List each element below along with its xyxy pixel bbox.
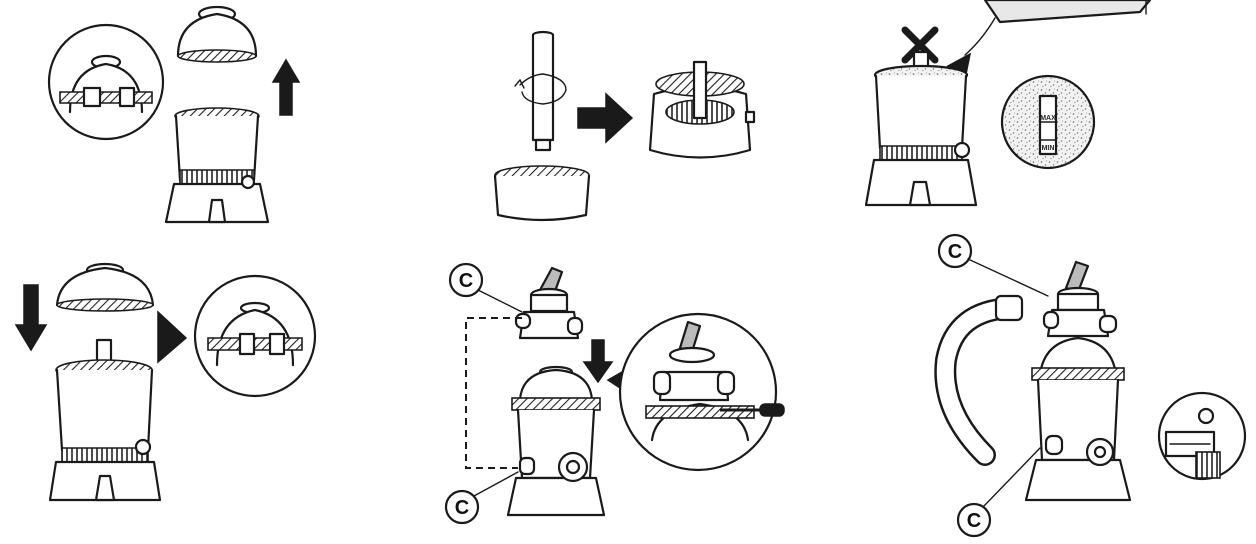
no-pipe-x-mark — [901, 26, 939, 64]
multiport-valve — [514, 266, 584, 340]
right-arrow — [577, 92, 634, 144]
step2-tank — [48, 338, 162, 502]
c-callout-bottom: C — [444, 471, 519, 525]
step5-tank — [506, 365, 606, 517]
step2-clamp-detail-circle — [193, 274, 317, 398]
step6-connect-hoses: C C — [934, 233, 1247, 538]
hose — [934, 294, 1024, 466]
down-arrow — [14, 284, 48, 352]
sand-gauge-min-label: MIN — [1042, 145, 1055, 152]
step4-fill-sand: MAX MIN — [864, 0, 1152, 207]
step5-install-valve: C C — [444, 262, 785, 525]
sand-gauge-max-label: MAX — [1040, 115, 1056, 122]
step3-install-pipe — [493, 30, 756, 222]
step6-valve-and-tank — [1024, 260, 1132, 502]
down-arrow-small — [582, 339, 614, 384]
c-callout-top: C — [448, 262, 523, 313]
step1-lid — [176, 5, 258, 63]
c-callout-top-right-label: C — [948, 241, 962, 263]
c-callout-top-right: C — [937, 233, 1049, 297]
c-callout-top-label: C — [459, 270, 473, 292]
sand-level-detail-circle: MAX MIN — [1000, 74, 1096, 170]
right-pointer-triangle — [157, 310, 188, 364]
step1-clamp-detail-circle — [47, 23, 165, 141]
sand-bag — [964, 0, 1152, 56]
step2-install-lid — [14, 262, 317, 502]
dashed-connector — [465, 317, 522, 469]
step4-tank — [864, 50, 978, 207]
filter-ring — [493, 165, 591, 222]
c-callout-bottom-label: C — [455, 497, 469, 519]
hose-connection-detail-circle — [1157, 391, 1247, 481]
c-callout-bottom-right: C — [956, 447, 1041, 538]
assembled-grid — [648, 60, 756, 159]
c-callout-bottom-right-label: C — [967, 510, 981, 532]
clamp-screw-detail-circle — [618, 312, 785, 472]
step1-remove-lid — [47, 5, 301, 224]
step1-tank — [164, 107, 270, 224]
up-arrow — [271, 58, 301, 116]
step2-lid — [55, 262, 155, 312]
center-pipe — [514, 30, 567, 152]
